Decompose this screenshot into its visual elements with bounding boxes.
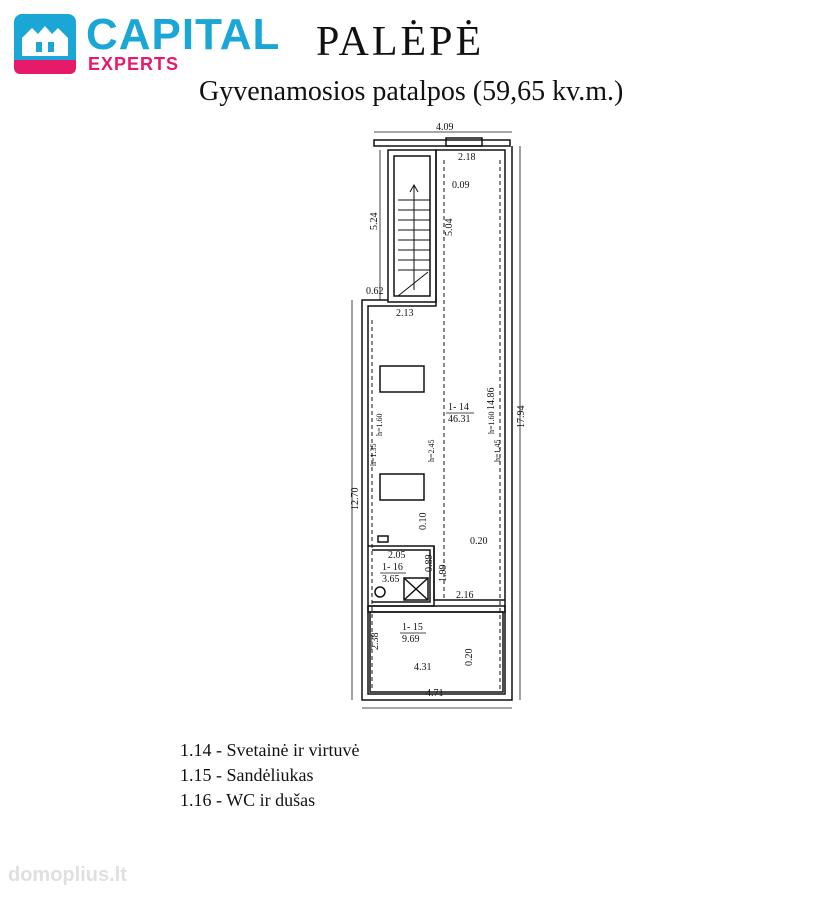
company-logo: CAPITAL EXPERTS (14, 10, 279, 76)
dim-stair-height: 5.04 (444, 219, 455, 237)
height-left-a: h=1.60 (375, 413, 384, 436)
outer-wall (361, 146, 513, 701)
plan-top-wall (373, 139, 511, 147)
dim-left-upper: 5.24 (369, 213, 380, 231)
height-center: h=2.45 (427, 439, 436, 462)
dim-store-gap: 0.20 (464, 649, 475, 667)
dim-gap-b: 0.20 (470, 536, 488, 547)
dim-left-total: 12.70 (350, 488, 361, 511)
skylight (379, 365, 425, 393)
room-legend: 1.14 - Svetainė ir virtuvė 1.15 - Sandėl… (180, 738, 359, 813)
page-subtitle: Gyvenamosios patalpos (59,65 kv.m.) (199, 76, 624, 107)
dim-wc-depth: 0.89 (424, 555, 435, 573)
height-left-b: h=1.35 (369, 443, 378, 466)
page-title: PALĖPĖ (316, 19, 485, 65)
logo-title: CAPITAL (86, 10, 281, 59)
skylight (379, 473, 425, 501)
legend-item: 1.15 - Sandėliukas (180, 765, 314, 785)
height-right-b: h=1.45 (493, 439, 502, 462)
watermark: domoplius.lt (8, 864, 127, 886)
legend-item: 1.14 - Svetainė ir virtuvė (180, 740, 360, 760)
dim-small-gap: 0.09 (452, 180, 470, 191)
dim-top-width: 4.09 (436, 122, 454, 133)
room-area: 3.65 (382, 574, 400, 585)
dim-bottom-inner: 2.16 (456, 590, 474, 601)
dim-bottom-total: 4.71 (426, 688, 444, 699)
dim-left-offset: 0.62 (366, 286, 384, 297)
dim-store-height: 2.38 (370, 633, 381, 651)
inner-wall (367, 149, 506, 695)
dim-wc-height: 1.99 (438, 565, 449, 583)
room-code: 1- 14 (448, 402, 469, 413)
logo-ribbon (14, 60, 76, 74)
legend-item: 1.16 - WC ir dušas (180, 790, 316, 810)
room-code: 1- 15 (402, 622, 423, 633)
room-area: 46.31 (448, 414, 471, 425)
dim-stair-bottom: 2.13 (396, 308, 414, 319)
dim-store-width: 4.31 (414, 662, 432, 673)
logo-subtitle: EXPERTS (88, 54, 180, 74)
room-area: 9.69 (402, 634, 420, 645)
room-code: 1- 16 (382, 562, 403, 573)
dim-room-height: 14.86 (486, 388, 497, 411)
dim-gap-a: 0.10 (418, 513, 429, 531)
dim-wc-width: 2.05 (388, 550, 406, 561)
dim-inner-top: 2.18 (458, 152, 476, 163)
height-right-a: h=1.60 (487, 411, 496, 434)
stair-block (387, 149, 437, 303)
dim-total-height: 17.94 (516, 406, 527, 429)
